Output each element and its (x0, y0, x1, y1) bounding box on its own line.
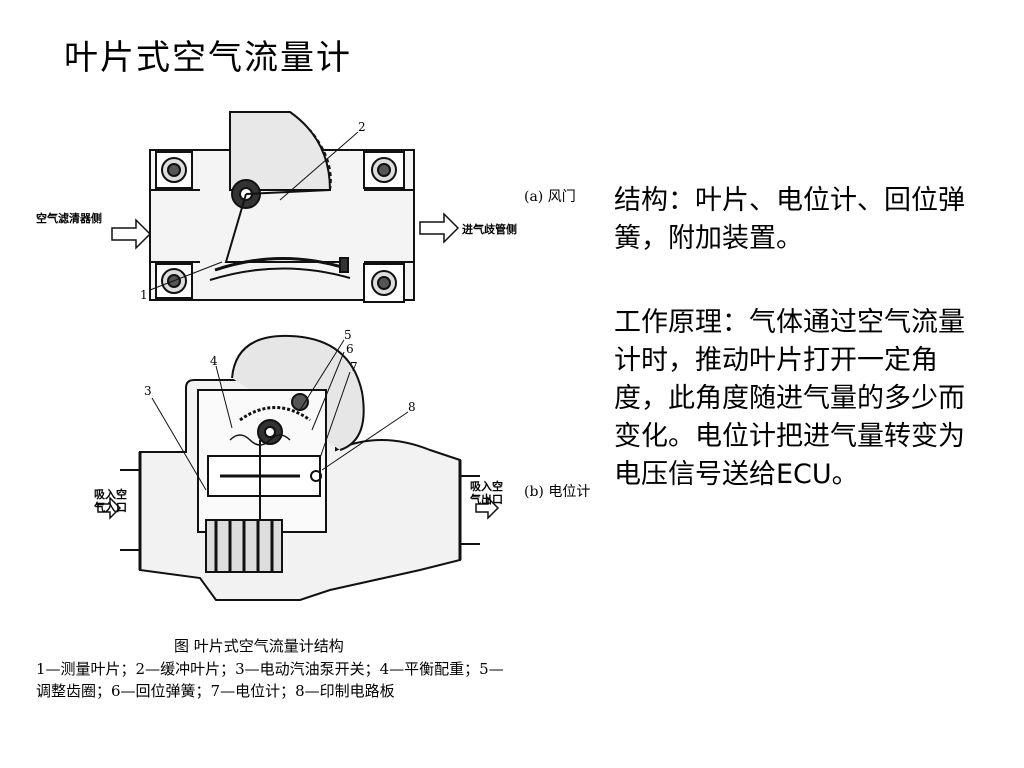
figure-legend: 1—测量叶片；2—缓冲叶片；3—电动汽油泵开关；4—平衡配重；5—调整齿圈；6—… (36, 660, 504, 700)
diagram-b-drawing (97, 334, 500, 601)
structure-paragraph: 结构：叶片、电位计、回位弹簧，附加装置。 (614, 185, 965, 254)
diagram-b-number-3: 3 (144, 384, 152, 398)
diagram-a-caption: (a) 风门 (524, 189, 576, 205)
figure-caption: 图 叶片式空气流量计结构 (174, 637, 344, 655)
diagram-b-number-8: 8 (408, 400, 416, 414)
diagram-b-inlet-label-line2: 气入口 (94, 501, 127, 514)
diagram-b-outlet-label-line1: 吸入空 (470, 480, 503, 493)
diagram-a-number-2: 2 (358, 120, 366, 134)
diagram-b-outlet-label-line2: 气出口 (470, 493, 503, 506)
diagram-b-number-4: 4 (210, 354, 218, 368)
diagram-a-outlet-label: 进气歧管侧 (462, 223, 517, 236)
diagram-b-caption: (b) 电位计 (524, 484, 591, 500)
diagram-a-drawing (111, 111, 460, 303)
working-principle-paragraph: 工作原理：气体通过空气流量计时，推动叶片打开一定角度，此角度随进气量的多少而变化… (614, 307, 965, 490)
diagram-b-number-6: 6 (346, 342, 354, 356)
page-title: 叶片式空气流量计 (64, 38, 352, 78)
diagram-a-number-1: 1 (140, 288, 148, 302)
diagram-b-number-7: 7 (350, 360, 358, 374)
diagram-b-number-5: 5 (344, 328, 352, 342)
diagram-a-inlet-label: 空气滤清器侧 (36, 212, 102, 225)
diagram-b-inlet-label-line1: 吸入空 (94, 488, 127, 501)
